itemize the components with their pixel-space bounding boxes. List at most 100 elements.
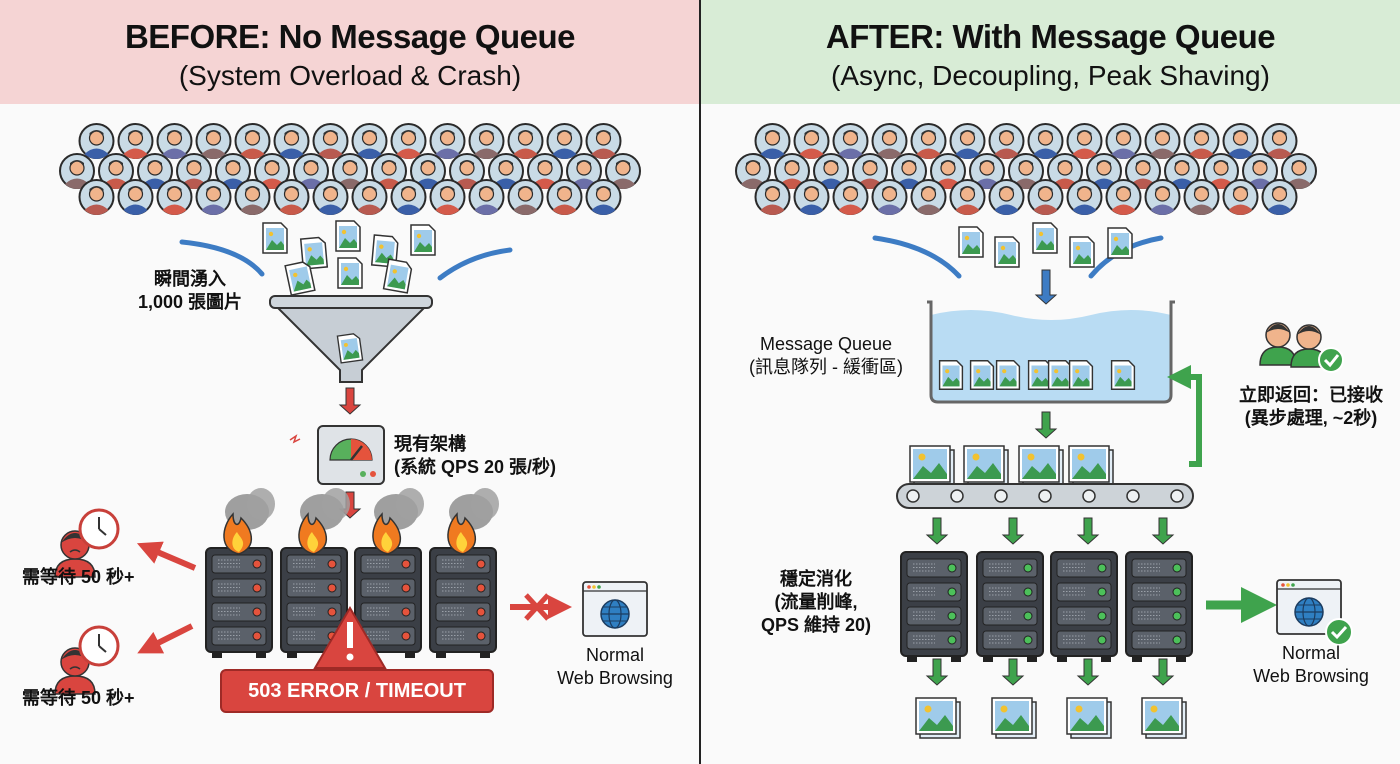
consume-label: 穩定消化 (流量削峰, QPS 維持 20) <box>741 568 891 637</box>
user-avatar-icon <box>527 153 563 189</box>
user-avatar-icon <box>891 153 927 189</box>
red-arrow-icon <box>137 623 194 654</box>
image-file-icon <box>262 222 288 254</box>
user-avatar-icon <box>1066 123 1103 159</box>
user-avatar-icon <box>988 123 1025 159</box>
conveyor-belt-icon <box>896 483 1194 509</box>
down-arrow-icon <box>338 387 362 415</box>
after-title: AFTER: With Message Queue <box>825 18 1276 55</box>
return-label-line1: 立即返回：已接收 <box>1239 385 1383 405</box>
image-stack-icon <box>963 445 1009 487</box>
curved-arrow-icon <box>179 239 265 277</box>
user-avatar-icon <box>78 123 115 159</box>
user-avatar-icon <box>949 123 986 159</box>
user-avatar-icon <box>1105 123 1142 159</box>
clock-icon <box>78 625 120 667</box>
user-avatar-icon <box>1047 153 1083 189</box>
image-file-icon <box>336 333 364 364</box>
incoming-files <box>872 222 1164 279</box>
after-subtitle: (Async, Decoupling, Peak Shaving) <box>831 60 1270 91</box>
user-avatar-icon <box>195 179 232 215</box>
image-file-icon <box>1047 360 1073 390</box>
user-avatar-icon <box>871 179 908 215</box>
down-arrow-icon <box>1076 658 1100 686</box>
user-avatar-icon <box>566 153 602 189</box>
user-avatar-icon <box>351 123 388 159</box>
before-title: BEFORE: No Message Queue <box>124 18 576 55</box>
after-web-label-line2: Web Browsing <box>1253 666 1369 686</box>
image-file-icon <box>938 360 964 390</box>
server-rack-icon <box>900 551 968 662</box>
user-avatar-icon <box>156 123 193 159</box>
server-rack-icon <box>280 547 348 658</box>
user-avatar-icon <box>793 123 830 159</box>
user-avatar-icon <box>1144 123 1181 159</box>
user-avatar-icon <box>273 179 310 215</box>
user-avatar-icon <box>117 123 154 159</box>
user-avatar-icon <box>234 123 271 159</box>
user-avatar-icon <box>507 179 544 215</box>
error-badge: 503 ERROR / TIMEOUT <box>220 669 494 713</box>
down-arrow-icon <box>1076 517 1100 545</box>
user-crowd <box>59 123 641 215</box>
before-subtitle: (System Overload & Crash) <box>178 60 522 91</box>
image-file-icon <box>382 258 413 294</box>
user-avatar-icon <box>988 179 1025 215</box>
image-file-icon <box>1068 360 1094 390</box>
user-avatar-icon <box>754 123 791 159</box>
user-avatar-icon <box>910 123 947 159</box>
user-avatar-icon <box>176 153 212 189</box>
user-avatar-icon <box>312 179 349 215</box>
after-web-label: Normal Web Browsing <box>1236 642 1386 688</box>
user-avatar-icon <box>390 123 427 159</box>
before-diagram <box>54 123 648 695</box>
user-avatar-icon <box>910 179 947 215</box>
queue-label: Message Queue (訊息隊列 - 緩衝區) <box>731 333 921 379</box>
return-arrow-icon <box>1167 365 1202 467</box>
user-avatar-icon <box>1066 179 1103 215</box>
server-rack-icon <box>1125 551 1193 662</box>
queue-label-line1: Message Queue <box>759 334 893 354</box>
down-arrow-icon <box>1034 411 1058 439</box>
user-avatar-icon <box>1105 179 1142 215</box>
image-file-icon <box>1032 222 1058 254</box>
user-avatar-icon <box>468 123 505 159</box>
user-avatar-icon <box>871 123 908 159</box>
consume-label-line1: 穩定消化 <box>780 569 852 589</box>
stable-servers <box>900 551 1193 662</box>
user-avatar-icon <box>546 123 583 159</box>
user-avatar-icon <box>1183 179 1220 215</box>
image-stack-icon <box>1141 697 1187 739</box>
user-avatar-icon <box>234 179 271 215</box>
down-arrow-icon <box>1151 658 1175 686</box>
system-label: 現有架構 (系統 QPS 20 張/秒) <box>394 433 634 479</box>
overloaded-servers <box>205 488 499 658</box>
down-arrow-icon <box>1151 517 1175 545</box>
consume-label-line2: (流量削峰, <box>774 592 858 612</box>
user-avatar-icon <box>1144 179 1181 215</box>
clock-icon <box>78 508 120 550</box>
user-avatar-icon <box>195 123 232 159</box>
user-avatar-icon <box>1261 179 1298 215</box>
panel-divider <box>699 0 701 764</box>
queue-label-line2: (訊息隊列 - 緩衝區) <box>749 357 903 377</box>
wait-label-1: 需等待 50 秒+ <box>22 567 135 587</box>
server-rack-icon <box>1050 551 1118 662</box>
blocked-arrow <box>510 593 572 621</box>
user-avatar-icon <box>254 153 290 189</box>
image-file-icon <box>995 360 1021 390</box>
user-avatar-icon <box>390 179 427 215</box>
user-avatar-icon <box>507 123 544 159</box>
image-file-icon <box>284 261 316 297</box>
fire-icon <box>447 488 499 555</box>
user-avatar-icon <box>546 179 583 215</box>
user-avatar-icon <box>1027 123 1064 159</box>
image-stack-icon <box>909 445 955 487</box>
burst-label: 瞬間湧入 1,000 張圖片 <box>120 268 260 314</box>
red-arrow-icon <box>136 541 197 571</box>
user-avatar-icon <box>949 179 986 215</box>
user-avatar-icon <box>1222 123 1259 159</box>
after-web-label-line1: Normal <box>1281 643 1340 663</box>
user-avatar-icon <box>1203 153 1239 189</box>
message-queue-tank-icon <box>927 300 1175 404</box>
